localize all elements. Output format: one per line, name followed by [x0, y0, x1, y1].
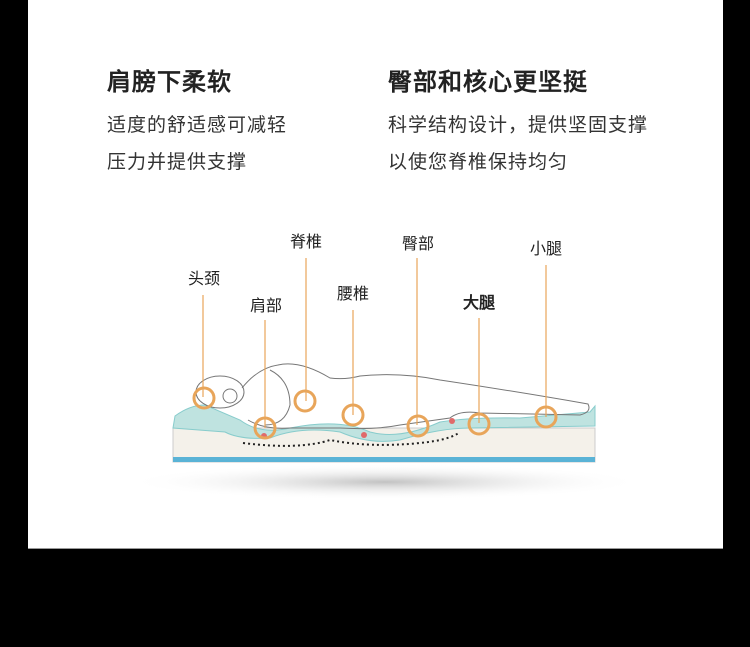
mattress [172, 404, 596, 463]
label-head-neck: 头颈 [187, 269, 221, 288]
label-spine: 脊椎 [289, 232, 323, 251]
label-lumbar: 腰椎 [336, 284, 370, 303]
marker-hip [406, 414, 430, 438]
left-line-1: 适度的舒适感可减轻 [107, 114, 288, 136]
left-line-2: 压力并提供支撑 [107, 151, 248, 173]
right-title: 臀部和核心更坚挺 [388, 68, 588, 96]
label-calf: 小腿 [529, 239, 563, 258]
marker-calf [534, 405, 558, 429]
label-hip: 臀部 [401, 234, 435, 253]
right-line-1: 科学结构设计，提供坚固支撑 [388, 114, 649, 136]
right-feature: 臀部和核心更坚挺 科学结构设计，提供坚固支撑 以使您脊椎保持均匀 [388, 62, 648, 181]
marker-shoulder [253, 416, 277, 440]
marker-head-neck [192, 386, 216, 410]
mattress-shadow [125, 464, 645, 500]
label-thigh: 大腿 [462, 293, 496, 312]
left-feature: 肩膀下柔软 适度的舒适感可减轻 压力并提供支撑 [107, 62, 287, 181]
leader-lines [202, 258, 547, 428]
left-title: 肩膀下柔软 [107, 68, 232, 96]
label-shoulder: 肩部 [249, 296, 283, 315]
marker-thigh [467, 412, 491, 436]
marker-spine [293, 389, 317, 413]
right-line-2: 以使您脊椎保持均匀 [388, 151, 569, 173]
marker-lumbar [341, 403, 365, 427]
